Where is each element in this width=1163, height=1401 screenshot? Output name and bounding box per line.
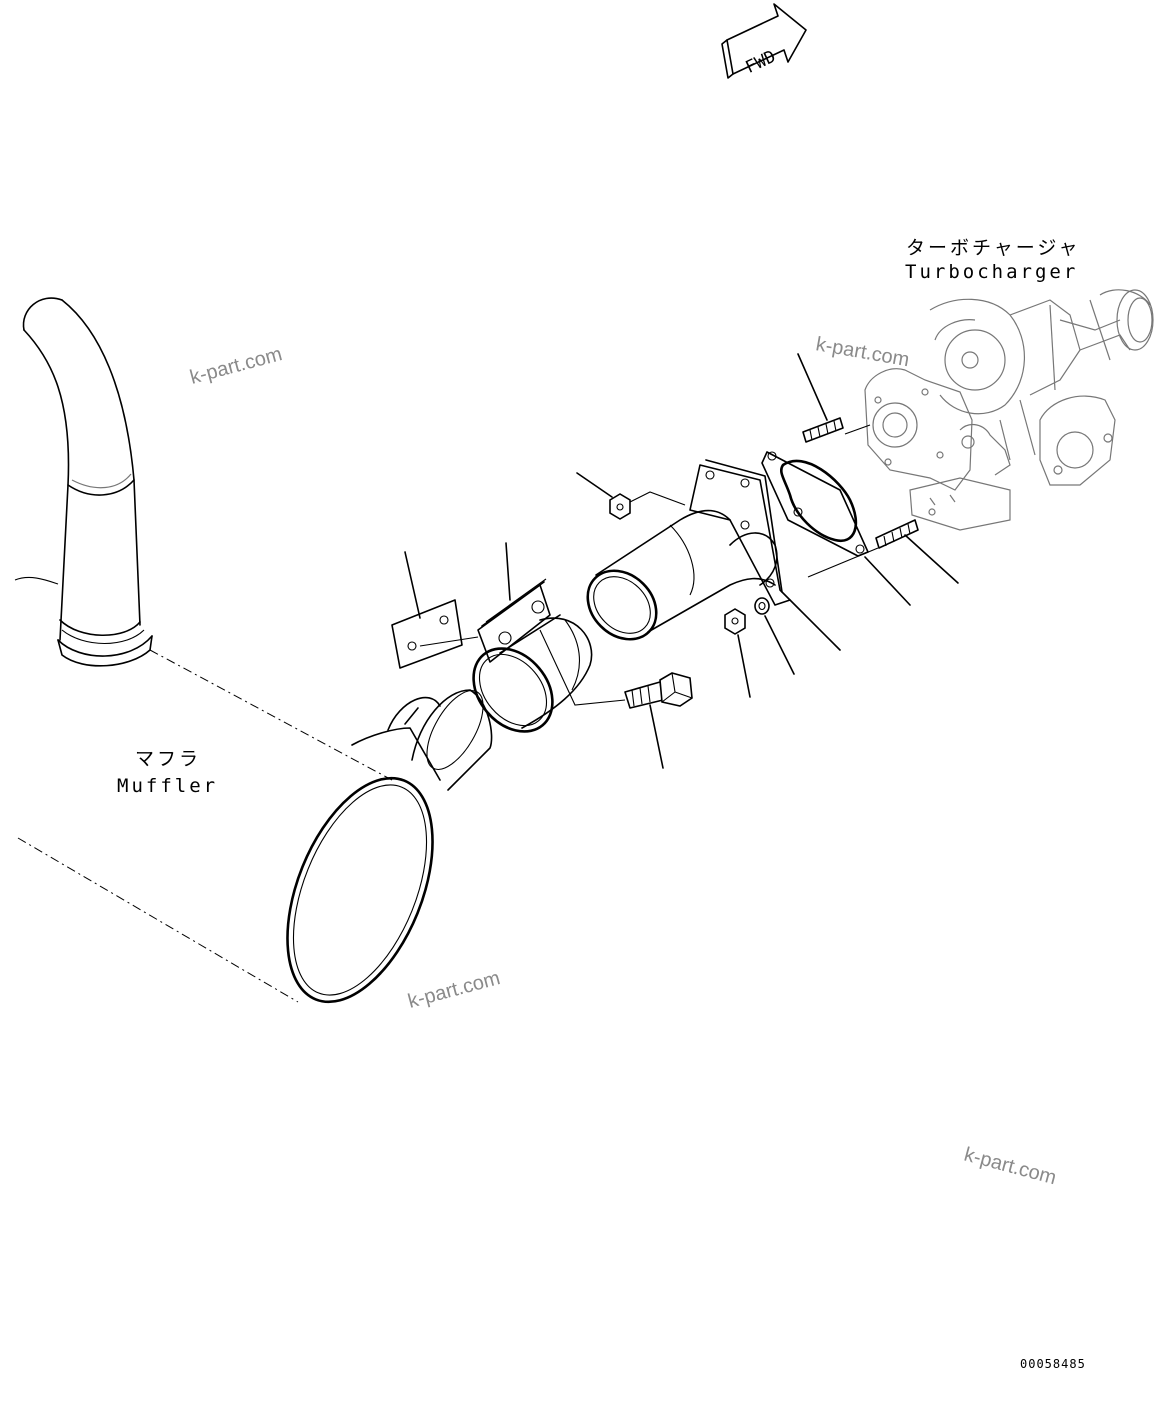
turbocharger-label-en: Turbocharger [905, 261, 1078, 283]
clamp-bolt [624, 672, 693, 769]
clamp-bracket [391, 551, 479, 669]
turbocharger [864, 289, 1154, 531]
watermark-4: k-part.com [962, 1144, 1059, 1190]
elbow-leader-line [789, 599, 841, 651]
lower-flange-line [807, 547, 879, 578]
drawing-number: 00058485 [1020, 1357, 1086, 1371]
turbocharger-label-jp: ターボチャージャ [906, 237, 1080, 259]
upper-stud [797, 353, 844, 443]
fwd-label: FWD [743, 47, 779, 78]
exhaust-clamp [472, 542, 626, 733]
muffler-label-jp: マフラ [135, 748, 201, 770]
flange-nut [576, 472, 686, 520]
watermark-3: k-part.com [406, 967, 503, 1013]
washer [754, 597, 795, 675]
fwd-arrow-icon: FWD [721, 3, 807, 79]
watermark-2: k-part.com [814, 333, 911, 371]
watermark-1: k-part.com [188, 343, 285, 389]
exhaust-elbow [586, 459, 791, 641]
tail-pipe [14, 297, 153, 667]
upper-flange-line [844, 424, 871, 435]
muffler [17, 649, 493, 1004]
gasket [761, 451, 911, 606]
muffler-label-en: Muffler [117, 775, 218, 797]
lower-stud [875, 519, 959, 584]
lower-nut [724, 608, 751, 698]
